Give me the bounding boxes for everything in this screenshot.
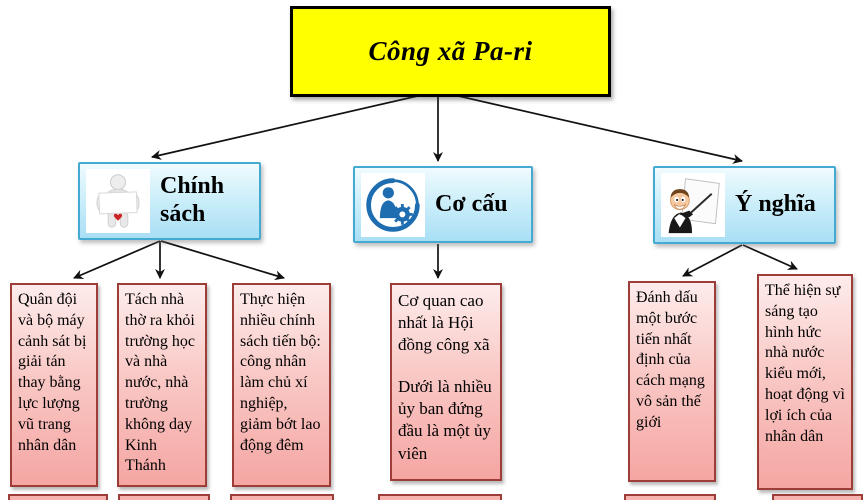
presenter-pointing-board-icon — [661, 173, 725, 237]
detail-army-disbanded: Quân đội và bộ máy cảnh sát bị giải tán … — [10, 283, 98, 487]
branch-policy: Chính sách — [78, 162, 261, 240]
branch-meaning: Ý nghĩa — [653, 166, 836, 244]
figure-holding-sign-icon — [86, 169, 150, 233]
title-label: Công xã Pa-ri — [368, 36, 533, 66]
detail-church-separated: Tách nhà thờ ra khỏi trường học và nhà n… — [117, 283, 207, 487]
detail-milestone: Đánh dấu một bước tiến nhất định của các… — [628, 281, 716, 482]
arrow-policy-to-d3 — [160, 240, 285, 281]
detail-text: Thể hiện sự sáng tạo hình hức nhà nước k… — [765, 282, 845, 445]
cutoff-box-strip — [378, 494, 502, 500]
cutoff-box-strip — [772, 494, 863, 500]
detail-text: Tách nhà thờ ra khỏi trường học và nhà n… — [125, 291, 196, 475]
cutoff-box-strip — [624, 494, 716, 500]
detail-text: Cơ quan cao nhất là Hội đồng công xã — [398, 291, 490, 355]
branch-structure: Cơ cấu — [353, 166, 533, 243]
detail-text: Dưới là nhiều ủy ban đứng đầu là một ủy … — [398, 377, 492, 463]
arrow-meaning-to-d5 — [682, 244, 743, 277]
detail-progressive-policies: Thực hiện nhiều chính sách tiến bộ: công… — [232, 283, 331, 487]
cutoff-box-strip — [230, 494, 334, 500]
branch-policy-label: Chính sách — [160, 173, 225, 227]
arrow-meaning-to-d6 — [742, 244, 798, 270]
cutoff-box-strip — [118, 494, 210, 500]
title-box: Công xã Pa-ri — [290, 6, 611, 97]
arrow-title-to-policy — [151, 91, 436, 160]
branch-structure-label: Cơ cấu — [435, 190, 508, 217]
arrow-title-to-meaning — [440, 91, 743, 164]
detail-text: Đánh dấu một bước tiến nhất định của các… — [636, 289, 705, 431]
branch-meaning-label: Ý nghĩa — [735, 191, 816, 218]
detail-new-state-model: Thể hiện sự sáng tạo hình hức nhà nước k… — [757, 274, 853, 490]
person-gear-emblem-icon — [361, 172, 425, 237]
detail-text: Quân đội và bộ máy cảnh sát bị giải tán … — [18, 291, 87, 454]
detail-commune-council: Cơ quan cao nhất là Hội đồng công xã Dướ… — [390, 283, 502, 481]
arrow-policy-to-d1 — [73, 240, 161, 280]
detail-text: Thực hiện nhiều chính sách tiến bộ: công… — [240, 291, 321, 454]
cutoff-box-strip — [8, 494, 108, 500]
